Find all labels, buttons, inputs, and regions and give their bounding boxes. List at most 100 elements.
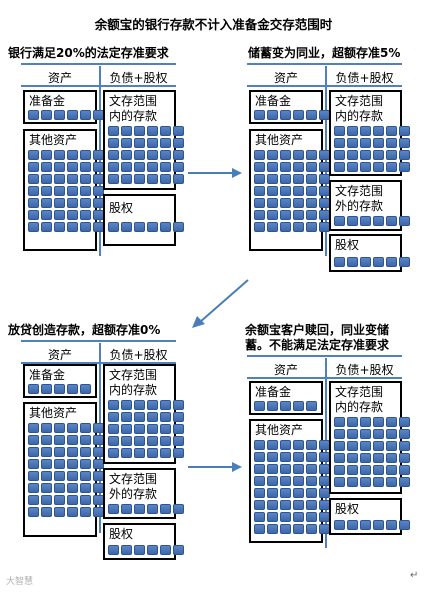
block-cell [267, 150, 278, 160]
block-cell [334, 162, 345, 172]
block-cell [360, 429, 371, 439]
block-cell [399, 417, 410, 427]
reserve-box: 准备金 [249, 90, 330, 124]
block-cell [254, 186, 265, 196]
block-cell [334, 417, 345, 427]
block-cell [373, 257, 384, 267]
block-cell [360, 138, 371, 148]
block-cell [160, 150, 171, 160]
other-assets-label: 其他资产 [255, 133, 304, 147]
block-cell [134, 545, 145, 555]
block-cell [280, 186, 291, 196]
block-cell [173, 412, 184, 422]
header-line-top [247, 355, 402, 357]
header-line-top [21, 340, 176, 342]
block-cell [373, 429, 384, 439]
block-cell [108, 545, 119, 555]
block-cell [147, 174, 158, 184]
block-cell [254, 198, 265, 208]
block-cell [28, 483, 39, 493]
panel-2-title: 储蓄变为同业，超额存准5% [248, 46, 401, 60]
block-cell [28, 495, 39, 505]
block-cell [347, 441, 358, 451]
block-cell [306, 524, 317, 534]
block-cell [80, 471, 91, 481]
block-cell [121, 504, 132, 514]
block-cell [306, 210, 317, 220]
block-cell [399, 465, 410, 475]
block-cell [160, 412, 171, 422]
block-cell [67, 384, 78, 394]
block-cell [173, 400, 184, 410]
block-cell [347, 162, 358, 172]
block-cell [134, 162, 145, 172]
deposits-in-scope-label: 文存范围内的存款 [109, 94, 158, 123]
block-cell [293, 524, 304, 534]
block-cell [373, 520, 384, 530]
equity-box: 股权 [103, 194, 184, 246]
block-cell [399, 520, 410, 530]
block-cell [319, 174, 330, 184]
equity-box: 股权 [329, 234, 410, 272]
block-cell [28, 447, 39, 457]
arrow-diagonal [192, 279, 249, 328]
block-cell [293, 162, 304, 172]
block-cell [54, 471, 65, 481]
block-cell [306, 500, 317, 510]
block-cell [386, 216, 397, 226]
block-cell [67, 150, 78, 160]
block-cell [173, 162, 184, 172]
panel-4-title: 余额宝客户赎回，同业变储 蓄。不能满足法定存准要求 [245, 323, 390, 352]
block-cell [134, 138, 145, 148]
block-cell [54, 110, 65, 120]
block-cell [80, 174, 91, 184]
block-cell [386, 138, 397, 148]
block-cell [41, 471, 52, 481]
block-cell [399, 477, 410, 487]
block-cell [54, 150, 65, 160]
equity-label: 股权 [335, 502, 360, 516]
block-cell [160, 436, 171, 446]
liabilities-header: 负债+股权 [109, 71, 168, 85]
block-cell [267, 210, 278, 220]
block-cell [28, 435, 39, 445]
other-assets-box: 其他资产 [23, 129, 104, 251]
block-cell [108, 412, 119, 422]
assets-header: 资产 [273, 71, 298, 85]
block-cell [267, 198, 278, 208]
block-cell [54, 210, 65, 220]
block-cell [80, 198, 91, 208]
deposits-in-scope-label: 文存范围内的存款 [335, 94, 384, 123]
block-cell [41, 222, 52, 232]
block-cell [147, 162, 158, 172]
block-cell [121, 150, 132, 160]
block-cell [386, 150, 397, 160]
block-cell [293, 401, 304, 411]
block-cell [173, 126, 184, 136]
block-cell [280, 452, 291, 462]
panel-3-title: 放贷创造存款，超额存准0% [8, 323, 161, 337]
block-cell [41, 150, 52, 160]
block-cell [280, 500, 291, 510]
block-cell [280, 162, 291, 172]
block-cell [54, 495, 65, 505]
block-cell [121, 222, 132, 232]
block-cell [147, 424, 158, 434]
block-cell [80, 447, 91, 457]
block-cell [121, 545, 132, 555]
block-cell [41, 186, 52, 196]
block-cell [293, 488, 304, 498]
block-cell [54, 174, 65, 184]
other-assets-box: 其他资产 [249, 419, 330, 543]
block-cell [280, 524, 291, 534]
block-cell [306, 162, 317, 172]
block-cell [134, 400, 145, 410]
block-cell [347, 257, 358, 267]
deposits-in-scope-box: 文存范围内的存款 [329, 90, 410, 176]
block-cell [373, 417, 384, 427]
block-grid [108, 504, 184, 514]
block-grid [334, 257, 410, 267]
block-cell [80, 423, 91, 433]
block-cell [306, 476, 317, 486]
block-cell [28, 162, 39, 172]
